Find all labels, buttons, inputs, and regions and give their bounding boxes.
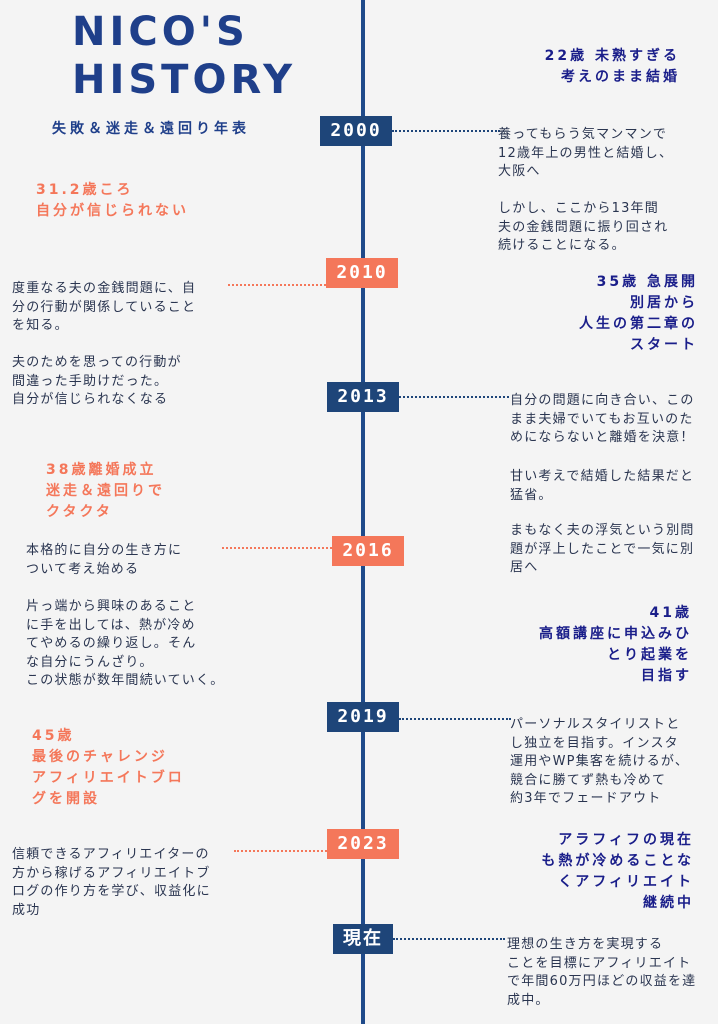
text-2010-b: 夫のためを思っての行動が 間違った手助けだった。 自分が信じられなくなる (12, 355, 182, 407)
text-2010-a: 度重なる夫の金銭問題に、自 分の行動が関係していること を知る。 (12, 281, 197, 333)
text-2013-b: 甘い考えで結婚した結果だと 猛省。 (510, 469, 695, 503)
connector-2023 (234, 850, 327, 852)
highlight-age-38: 38歳離婚成立 迷走＆遠回りで クタクタ (46, 462, 165, 520)
connector-now (393, 938, 505, 940)
year-marker-now: 現在 (333, 924, 393, 954)
text-2013-c: まもなく夫の浮気という別問 題が浮上したことで一気に別 居へ (510, 523, 695, 575)
year-marker-2019: 2019 (327, 702, 399, 732)
text-2016-a: 本格的に自分の生き方に ついて考え始める (26, 543, 183, 577)
year-marker-2010: 2010 (326, 258, 398, 288)
connector-2013 (399, 396, 509, 398)
text-2016-b: 片っ端から興味のあること に手を出しては、熱が冷め てやめるの繰り返し。そん な… (26, 599, 225, 688)
text-2023: 信頼できるアフィリエイターの 方から稼げるアフィリエイトブ ログの作り方を学び、… (12, 847, 211, 918)
connector-2019 (399, 718, 511, 720)
page-title: NICO'S HISTORY (72, 8, 296, 104)
text-2000-b: しかし、ここから13年間 夫の金銭問題に振り回され 続けることになる。 (498, 201, 669, 253)
year-marker-2016: 2016 (332, 536, 404, 566)
highlight-age-45: 45歳 最後のチャレンジ アフィリエイトブロ グを開設 (32, 728, 185, 807)
highlight-age-22: 22歳 未熟すぎる 考えのまま結婚 (544, 48, 680, 85)
text-2013-a: 自分の問題に向き合い、この まま夫婦でいてもお互いのた めにならないと離婚を決意… (510, 393, 695, 445)
text-present: 理想の生き方を実現する ことを目標にアフィリエイト で年間60万円ほどの収益を達… (507, 937, 697, 1008)
highlight-age-31: 31.2歳ころ 自分が信じられない (36, 182, 189, 219)
timeline-axis (361, 0, 365, 1024)
connector-2010 (228, 284, 326, 286)
highlight-present: アラフィフの現在 も熱が冷めることな くアフィリエイト 継続中 (541, 832, 694, 911)
connector-2016 (222, 547, 332, 549)
title-line-1: NICO'S (72, 9, 249, 55)
text-2019: パーソナルスタイリストと し独立を目指す。インスタ 運用やWP集客を続けるが、 … (510, 717, 690, 806)
title-line-2: HISTORY (72, 57, 297, 103)
year-marker-2013: 2013 (327, 382, 399, 412)
page-subtitle: 失敗＆迷走＆遠回り年表 (52, 121, 250, 137)
highlight-age-35: 35歳 急展開 別居から 人生の第二章の スタート (579, 274, 698, 353)
year-marker-2000: 2000 (320, 116, 392, 146)
text-2000-a: 養ってもらう気マンマンで 12歳年上の男性と結婚し、 大阪へ (498, 127, 674, 179)
year-marker-2023: 2023 (327, 829, 399, 859)
connector-2000 (392, 130, 500, 132)
highlight-age-41: 41歳 高額講座に申込みひ とり起業を 目指す (539, 605, 692, 684)
